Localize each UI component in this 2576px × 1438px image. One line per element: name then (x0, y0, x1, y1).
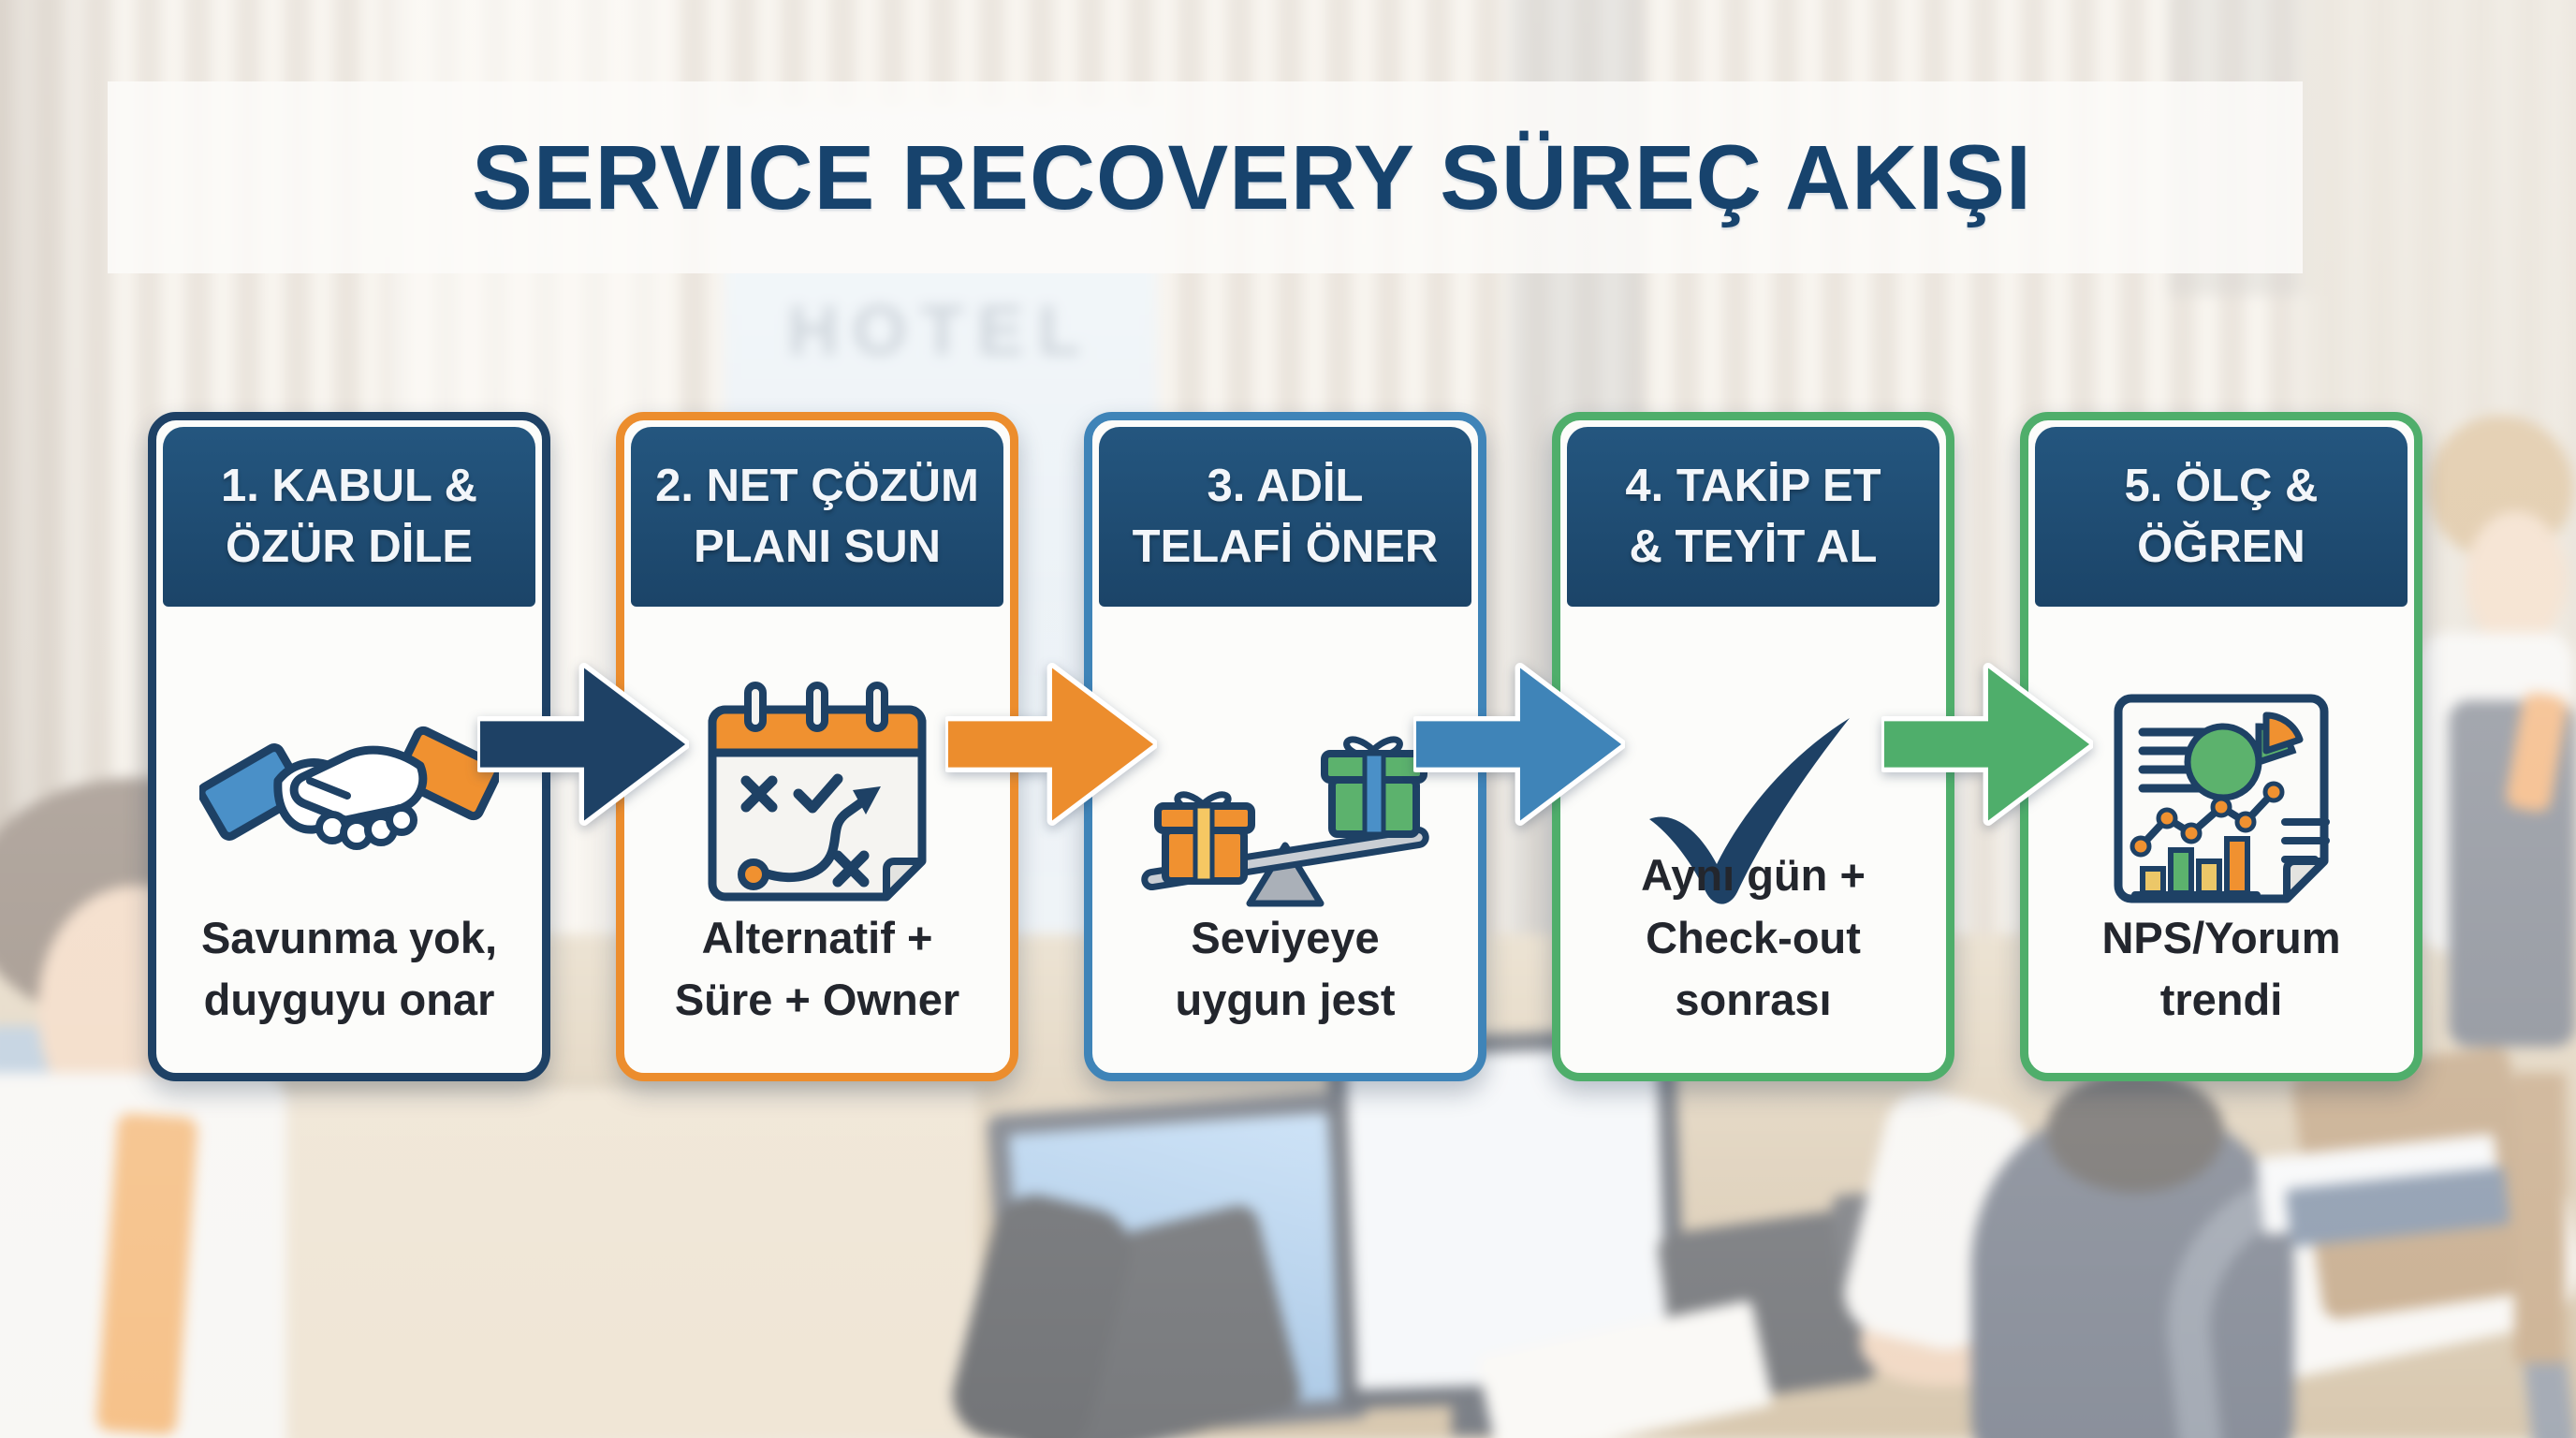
step-2-icon-wrap (677, 649, 958, 939)
step-1-header: 1. KABUL & ÖZÜR DİLE (163, 427, 535, 607)
handshake-icon (199, 726, 499, 850)
flow-step-card-1: 1. KABUL & ÖZÜR DİLE Savunma yok, duyguy… (148, 412, 550, 1081)
step-5-caption: NPS/Yorum trendi (2101, 912, 2341, 1025)
step-4-body: Aynı gün + Check-out sonrası (1560, 615, 1946, 1073)
step-1-caption: Savunma yok, duyguyu onar (200, 912, 498, 1025)
page-title: SERVICE RECOVERY SÜREÇ AKIŞI (472, 125, 2032, 228)
title-banner: SERVICE RECOVERY SÜREÇ AKIŞI (108, 81, 2303, 273)
step-3-caption: Seviyeye uygun jest (1175, 912, 1396, 1025)
step-5-header: 5. ÖLÇ & ÖĞREN (2035, 427, 2408, 607)
flow-step-card-3: 3. ADİL TELAFİ ÖNER (1084, 412, 1486, 1081)
flow-arrow-4-icon (1881, 663, 2093, 826)
step-1-body: Savunma yok, duyguyu onar (156, 615, 542, 1073)
step-3-header: 3. ADİL TELAFİ ÖNER (1099, 427, 1471, 607)
flow-step-card-2: 2. NET ÇÖZÜM PLANI SUN Al (616, 412, 1018, 1081)
flow-step-card-4: 4. TAKİP ET & TEYİT AL Aynı gün + Check-… (1552, 412, 1954, 1081)
step-3-icon-wrap (1126, 649, 1444, 939)
step-3-body: Seviyeye uygun jest (1092, 615, 1478, 1073)
step-2-caption: Alternatif + Süre + Owner (674, 912, 960, 1025)
step-5-body: NPS/Yorum trendi (2028, 615, 2414, 1073)
step-4-icon-wrap (1608, 649, 1898, 939)
step-5-icon-wrap (2081, 649, 2362, 939)
step-2-body: Alternatif + Süre + Owner (624, 615, 1010, 1073)
step-4-caption: Aynı gün + Check-out sonrası (1641, 849, 1866, 1025)
step-1-icon-wrap (199, 649, 499, 939)
step-4-header: 4. TAKİP ET & TEYİT AL (1567, 427, 1939, 607)
step-2-header: 2. NET ÇÖZÜM PLANI SUN (631, 427, 1003, 607)
flow-arrow-3-icon (1413, 663, 1625, 826)
flow-arrow-1-icon (477, 663, 689, 826)
flow-arrow-2-icon (945, 663, 1157, 826)
strategy-plan-icon (708, 682, 927, 902)
report-chart-icon (2114, 694, 2330, 903)
balance-gifts-icon (1141, 736, 1429, 907)
checkmark-icon (1649, 718, 1850, 904)
